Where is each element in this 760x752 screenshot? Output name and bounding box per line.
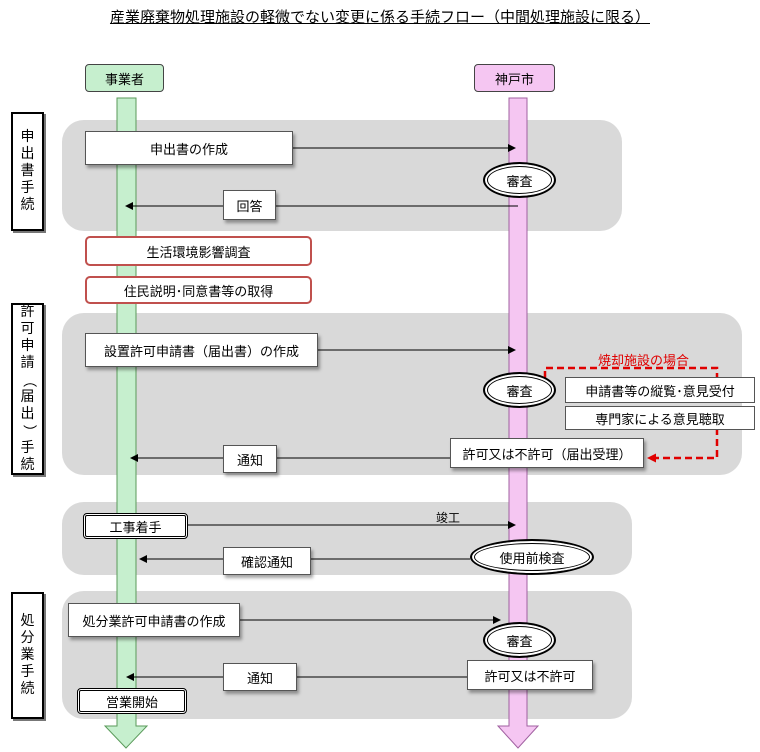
step-kouji: 工事着手 <box>83 513 188 539</box>
page-title: 産業廃棄物処理施設の軽微でない変更に係る手続フロー（中間処理施設に限る） <box>109 8 650 26</box>
section-char: 続 <box>20 197 35 213</box>
section-char: 申 <box>20 338 35 354</box>
step-shinsa3: 審査 <box>483 622 556 658</box>
step-juran: 申請書等の縦覧･意見受付 <box>565 377 755 403</box>
section-char: 請 <box>20 355 35 371</box>
section-char: 許 <box>20 304 35 320</box>
step-shinsa1: 審査 <box>483 162 556 198</box>
section-label-kyoka: 許可申請 （届出 ）手続 <box>11 303 44 475</box>
step-kakunin: 確認通知 <box>223 547 311 575</box>
incinerator-path <box>543 366 719 463</box>
section-text: 処分業手続 <box>21 613 35 698</box>
section-char: （ <box>20 373 36 388</box>
incinerator-note: 焼却施設の場合 <box>598 354 690 369</box>
lane-header-city: 神戸市 <box>474 64 555 92</box>
label-shunkou: 竣工 <box>436 511 461 525</box>
section-char: 分 <box>20 630 35 646</box>
section-text: 申出書手続 <box>21 129 35 214</box>
step-seikatsu: 生活環境影響調査 <box>85 236 312 266</box>
step-jumin: 住民説明･同意書等の取得 <box>85 276 312 304</box>
applicant-lane-shaft <box>103 97 149 749</box>
section-char: 手 <box>20 440 35 456</box>
step-shobungyo: 処分業許可申請書の作成 <box>68 603 240 637</box>
step-kaitou: 回答 <box>223 190 276 220</box>
step-eigyou: 営業開始 <box>77 688 187 714</box>
section-char: 申 <box>20 129 35 145</box>
step-tsuchi1: 通知 <box>223 445 277 473</box>
lane-header-applicant: 事業者 <box>85 64 164 92</box>
section-label-shobungyo: 処分業手続 <box>11 592 44 719</box>
section-char: 手 <box>20 664 35 680</box>
section-char: 業 <box>20 647 35 663</box>
section-char: 続 <box>20 681 35 697</box>
step-shiyou: 使用前検査 <box>470 539 594 575</box>
section-char: 続 <box>20 457 35 473</box>
section-char: 出 <box>20 146 35 162</box>
section-char: ） <box>20 424 36 439</box>
section-char: 届 <box>20 389 35 405</box>
step-moushide: 申出書の作成 <box>85 131 293 165</box>
section-char: 手 <box>20 180 35 196</box>
section-char: 書 <box>20 163 35 179</box>
section-text: 許可申請 （届出 ）手続 <box>20 304 36 474</box>
city-lane-shaft <box>496 97 540 749</box>
section-label-moushide: 申出書手続 <box>11 112 44 231</box>
step-senmonka: 専門家による意見聴取 <box>565 406 755 430</box>
step-shinsa2: 審査 <box>483 372 556 408</box>
section-char: 可 <box>20 321 35 337</box>
section-char: 処 <box>20 613 35 629</box>
step-kyoka2: 許可又は不許可 <box>467 660 593 690</box>
section-char: 出 <box>20 406 35 422</box>
step-setchi: 設置許可申請書（届出書）の作成 <box>85 333 318 367</box>
step-kyoka: 許可又は不許可（届出受理） <box>450 438 644 468</box>
step-tsuchi2: 通知 <box>223 663 297 691</box>
